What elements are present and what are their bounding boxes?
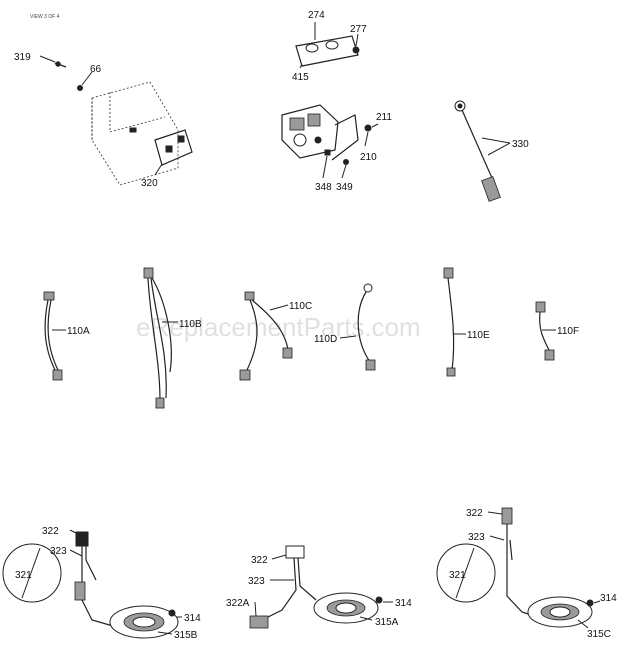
label-314-left: 314: [184, 613, 201, 624]
label-277: 277: [350, 24, 367, 35]
label-415: 415: [292, 72, 309, 83]
alternator-315a: [249, 545, 393, 629]
switch-bracket-assembly: [54, 61, 193, 186]
harness-110a: [43, 291, 66, 381]
label-322a: 322A: [226, 598, 250, 609]
leader-lines-row1: [39, 55, 163, 176]
harness-110d: [339, 283, 376, 371]
label-110b: 110B: [179, 319, 202, 330]
label-322-middle: 322: [251, 555, 268, 566]
alternator-315b: [2, 529, 182, 639]
label-321-left: 321: [15, 570, 32, 581]
spark-plug-wire: [454, 100, 511, 202]
carburetor-assembly: [281, 104, 379, 179]
label-315a: 315A: [375, 617, 399, 628]
label-110d: 110D: [314, 334, 337, 345]
view-label: VIEW 3 OF 4: [30, 14, 60, 20]
label-330: 330: [512, 139, 529, 150]
harness-110f: [535, 301, 556, 361]
label-322-right: 322: [466, 508, 483, 519]
label-314-middle: 314: [395, 598, 412, 609]
label-110e: 110E: [467, 330, 490, 341]
label-274: 274: [308, 10, 325, 21]
label-314-right: 314: [600, 593, 617, 604]
label-110f: 110F: [557, 326, 579, 337]
label-315c: 315C: [587, 629, 611, 640]
label-321-right: 321: [449, 570, 466, 581]
label-110c: 110C: [289, 301, 312, 312]
label-348: 348: [315, 182, 332, 193]
label-110a: 110A: [67, 326, 90, 337]
label-323-left: 323: [50, 546, 67, 557]
label-323-right: 323: [468, 532, 485, 543]
harness-110e: [443, 267, 466, 377]
label-319: 319: [14, 52, 31, 63]
label-349: 349: [336, 182, 353, 193]
label-322-left: 322: [42, 526, 59, 537]
label-211: 211: [376, 112, 392, 123]
label-323-middle: 323: [248, 576, 265, 587]
label-66: 66: [90, 64, 102, 75]
label-210: 210: [360, 152, 377, 163]
gasket-plate: [295, 22, 360, 69]
harness-110c: [239, 291, 293, 381]
alternator-315c: [436, 507, 601, 629]
harness-110b: [143, 267, 178, 409]
label-320: 320: [141, 178, 158, 189]
label-315b: 315B: [174, 630, 198, 641]
